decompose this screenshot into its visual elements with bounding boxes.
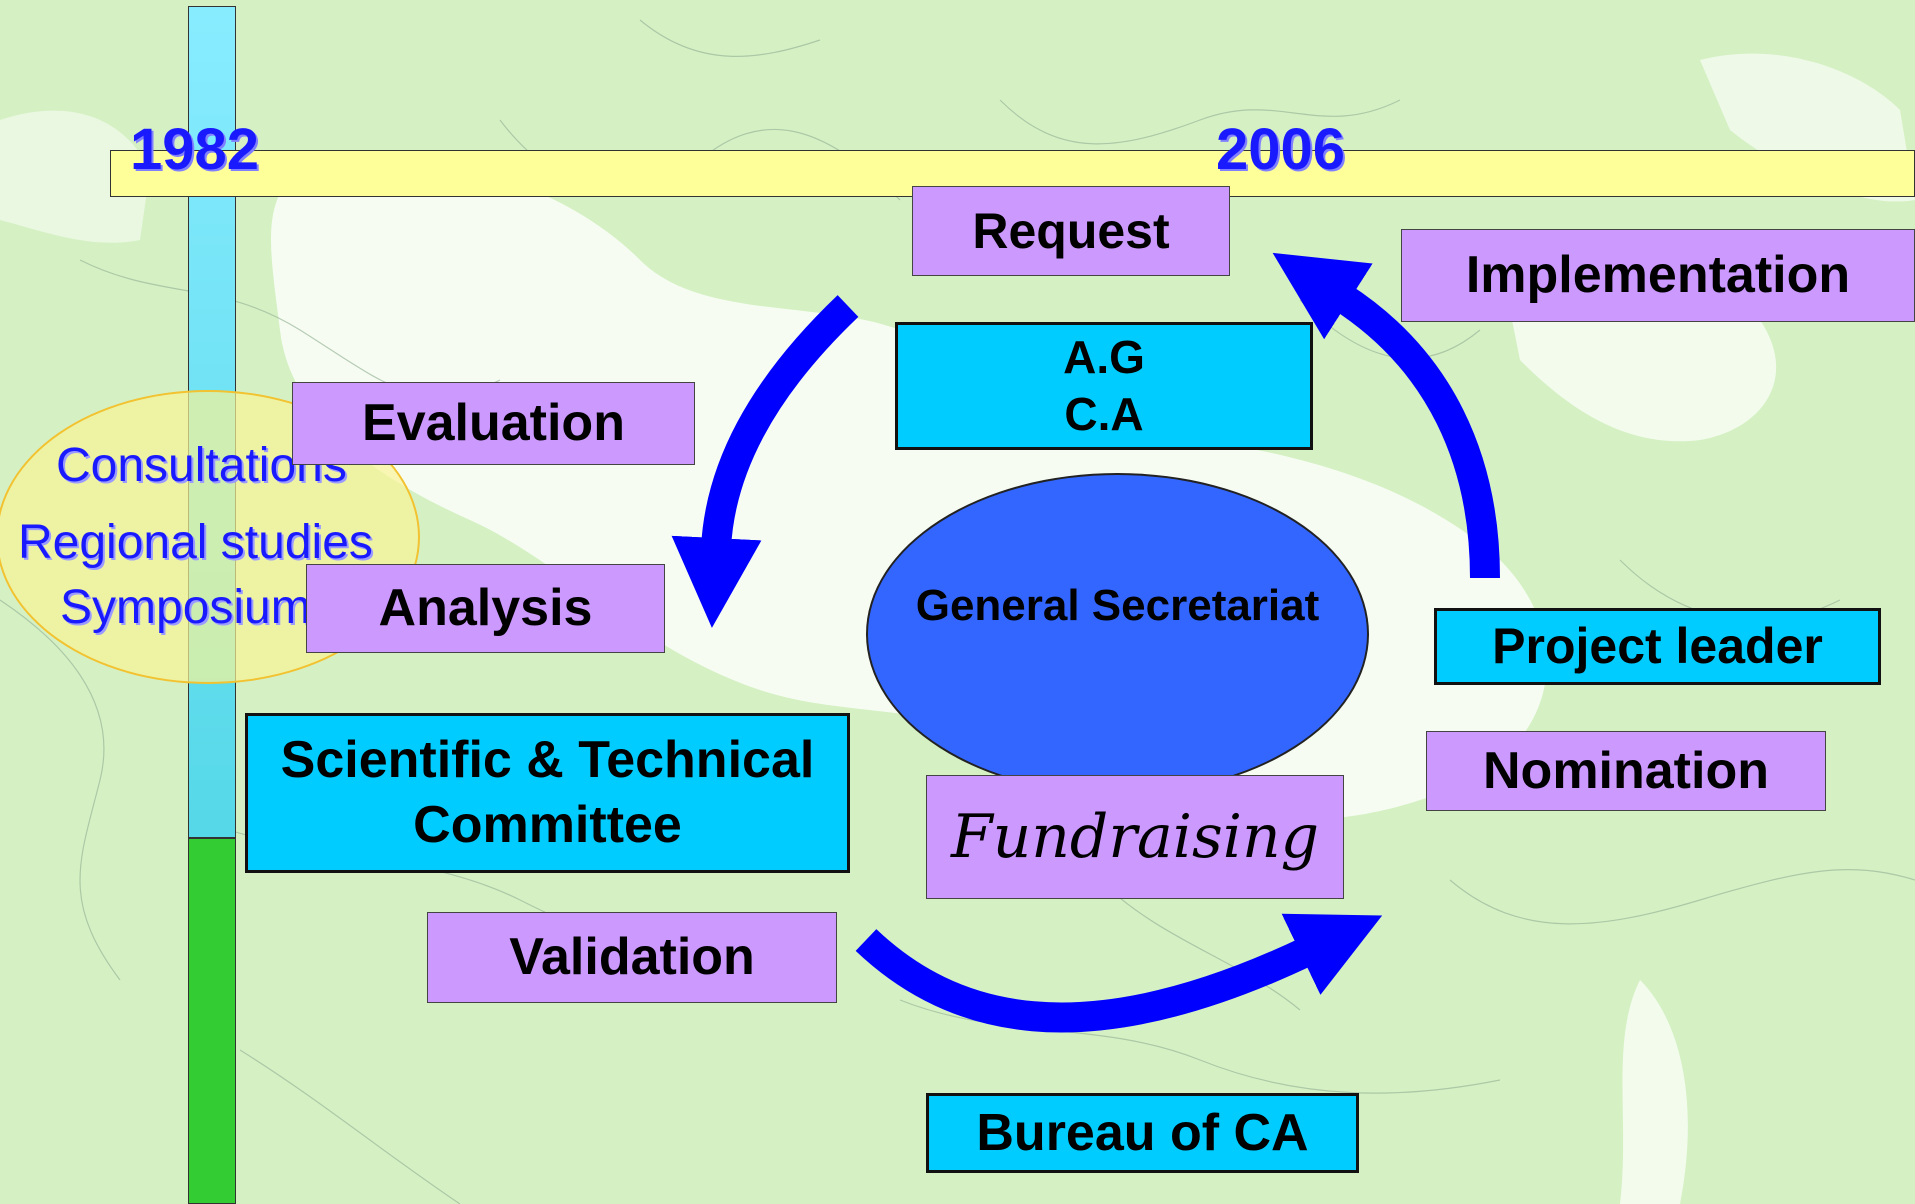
project-leader-box: Project leader [1434,608,1881,685]
year-start-label: 1982 [130,117,260,182]
scientific-technical-committee-box: Scientific & Technical Committee [245,713,850,873]
year-end-label: 2006 [1216,117,1346,182]
general-secretariat-ellipse [866,473,1369,795]
ag-label: A.G [1063,330,1145,383]
committee-line-1: Scientific & Technical [280,731,815,789]
bubble-line-regional-studies: Regional studies [18,516,373,569]
ca-label: C.A [1064,388,1144,440]
step-validation: Validation [427,912,837,1003]
arrow-project-leader-to-request [1272,252,1500,579]
bubble-line-symposium: Symposium [60,581,311,634]
ag-ca-box: A.G C.A [895,322,1313,450]
arrow-validation-to-nomination [855,913,1383,1033]
step-nomination: Nomination [1426,731,1826,811]
step-evaluation: Evaluation [292,382,695,465]
step-analysis: Analysis [306,564,665,653]
step-fundraising: Fundraising [926,775,1344,899]
arrow-request-to-analysis [671,295,859,628]
step-implementation: Implementation [1401,229,1915,322]
step-request: Request [912,186,1230,276]
vertical-timeline-bar-bottom [188,838,236,1204]
general-secretariat-label: General Secretariat [915,580,1320,630]
committee-line-2: Committee [413,796,682,854]
bureau-of-ca-box: Bureau of CA [926,1093,1359,1173]
